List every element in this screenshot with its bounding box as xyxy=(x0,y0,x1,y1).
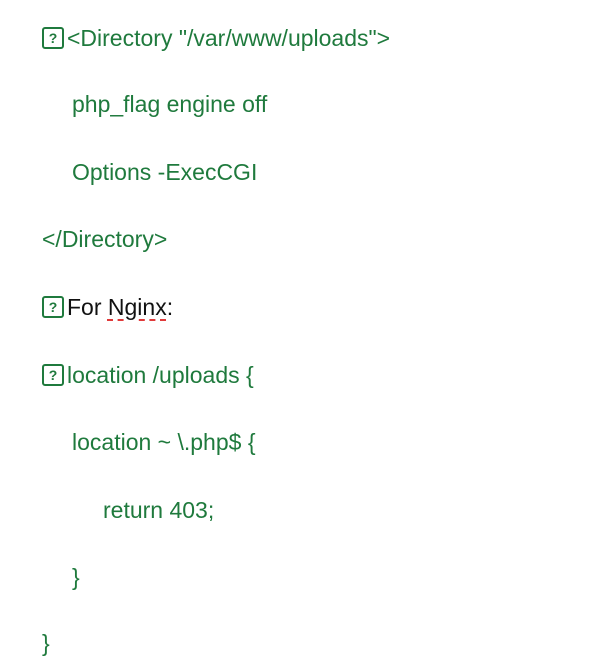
unknown-glyph-icon: ? xyxy=(42,296,64,318)
text-before: For xyxy=(67,294,108,320)
text-line-for-nginx: ?For Nginx: xyxy=(42,293,173,321)
code-text: Options -ExecCGI xyxy=(72,159,258,185)
code-text: location /uploads { xyxy=(67,362,254,388)
code-text: php_flag engine off xyxy=(72,91,268,117)
code-line-return: return 403; xyxy=(103,496,214,524)
text-after: : xyxy=(166,294,174,320)
code-text: return 403; xyxy=(103,497,215,523)
code-line-options: Options -ExecCGI xyxy=(72,158,257,186)
code-line-php-flag: php_flag engine off xyxy=(72,90,267,118)
code-text: location ~ \.php$ { xyxy=(72,429,256,455)
misspelled-word[interactable]: Nginx xyxy=(107,294,167,320)
code-line-location-php: location ~ \.php$ { xyxy=(72,428,256,456)
code-line-directory-open: ?<Directory "/var/www/uploads"> xyxy=(42,24,390,52)
code-text: } xyxy=(42,630,50,656)
code-text: } xyxy=(72,564,80,590)
code-line-outer-close: } xyxy=(42,629,50,657)
code-text: </Directory> xyxy=(42,226,168,252)
code-line-location-uploads: ?location /uploads { xyxy=(42,361,254,389)
code-text: <Directory "/var/www/uploads"> xyxy=(67,25,391,51)
code-line-inner-close: } xyxy=(72,563,80,591)
code-line-directory-close: </Directory> xyxy=(42,225,167,253)
unknown-glyph-icon: ? xyxy=(42,364,64,386)
unknown-glyph-icon: ? xyxy=(42,27,64,49)
